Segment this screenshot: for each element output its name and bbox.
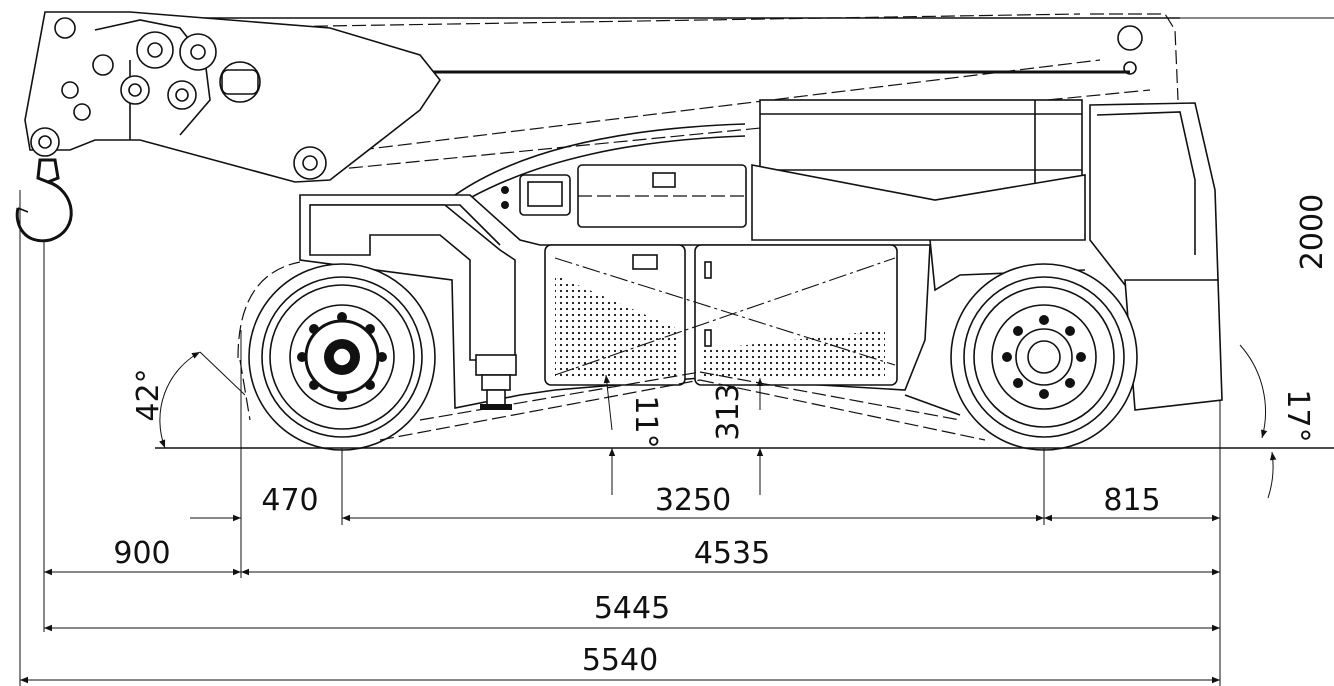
dim-ramp-angle: 11° [628, 395, 663, 448]
dim-departure-angle: 17° [1280, 389, 1315, 442]
dim-overall-height: 2000 [1295, 194, 1330, 270]
dim-front-overhang: 470 [261, 483, 318, 518]
dim-rear-overhang: 815 [1103, 483, 1160, 518]
dim-chassis-length: 4535 [694, 536, 770, 571]
dim-approach-angle: 42° [131, 368, 166, 421]
dimension-lines [19, 17, 1334, 686]
dim-hook-offset: 900 [113, 536, 170, 571]
crane-body [15, 11, 1223, 451]
dim-ground-clearance: 313 [711, 383, 746, 440]
dim-overall-length: 5540 [582, 643, 658, 678]
dim-wheelbase: 3250 [655, 483, 731, 518]
dim-length-to-hook: 5445 [594, 591, 670, 626]
